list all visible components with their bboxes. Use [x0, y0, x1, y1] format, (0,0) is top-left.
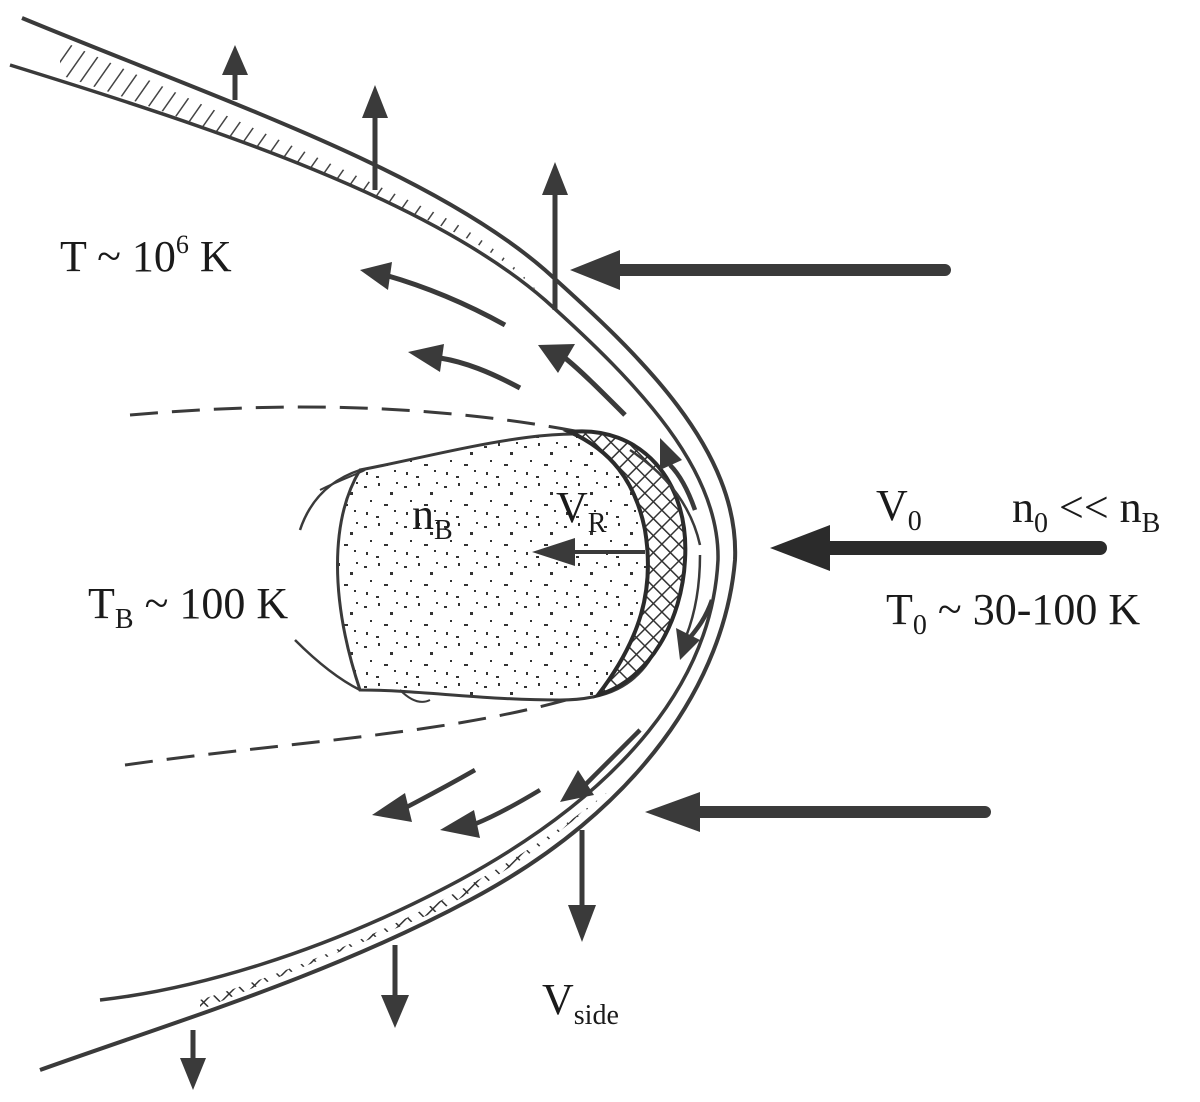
label-bullet-temperature: TB ~ 100 K — [88, 582, 288, 634]
label-outer-temperature-unit: K — [188, 232, 232, 281]
outer-bow-shock — [21, 16, 738, 1072]
upward-arrow-3 — [542, 162, 568, 310]
label-bullet-temperature-subscript: B — [114, 604, 134, 635]
downward-arrow-3 — [180, 1030, 206, 1090]
label-ambient-temperature-value: ~ 30-100 K — [926, 585, 1141, 634]
label-bullet-density-base: n — [412, 490, 434, 539]
label-density-relation: n0 << nB — [1012, 486, 1160, 538]
outflow-arrow-upper-2 — [408, 344, 522, 391]
wake-filament-4 — [399, 689, 431, 703]
downward-arrow-1 — [568, 830, 596, 942]
inner-bow-shock — [9, 63, 720, 1002]
label-outer-temperature: T ~ 106 K — [60, 232, 232, 279]
outflow-arrow-nose-up — [660, 438, 698, 511]
label-incoming-velocity: V0 — [876, 484, 922, 536]
v-r-arrow — [532, 538, 645, 566]
label-bullet-temperature-value: ~ 100 K — [133, 579, 289, 628]
wake-filament-1 — [298, 468, 361, 531]
label-density-n0-subscript: 0 — [1034, 508, 1048, 539]
label-bullet-density: nB — [412, 493, 453, 545]
upward-arrow-1 — [222, 45, 248, 100]
upward-arrow-2 — [362, 85, 388, 190]
upper-shell-hatch — [60, 40, 545, 300]
label-side-velocity-base: V — [542, 975, 574, 1024]
label-density-operator: << — [1048, 483, 1120, 532]
label-density-nb-subscript: B — [1141, 508, 1161, 539]
downward-arrow-2 — [381, 945, 409, 1028]
wake-upper-dashed — [129, 405, 621, 442]
outflow-arrow-lower-1 — [560, 728, 642, 802]
label-bullet-temperature-base: T — [88, 579, 115, 628]
label-ambient-temperature-base: T — [886, 585, 913, 634]
label-side-velocity: Vside — [542, 978, 619, 1030]
incoming-flow-arrow-lower — [645, 792, 991, 832]
label-incoming-velocity-subscript: 0 — [907, 506, 922, 537]
label-side-velocity-subscript: side — [573, 1000, 619, 1031]
label-bullet-density-subscript: B — [434, 515, 453, 546]
lower-shell-hatch — [200, 790, 610, 1010]
label-density-n0-base: n — [1012, 483, 1034, 532]
label-incoming-velocity-base: V — [876, 481, 908, 530]
outflow-arrow-upper-1 — [360, 262, 507, 328]
outflow-arrow-lower-3 — [440, 788, 542, 838]
outflow-arrow-lower-2 — [372, 768, 477, 822]
label-outer-temperature-exponent: 6 — [175, 230, 189, 259]
incoming-flow-arrow-upper — [570, 250, 951, 290]
outflow-arrow-upper-3 — [538, 344, 627, 417]
label-density-nb-base: n — [1119, 483, 1142, 532]
incoming-flow-arrow-middle — [770, 525, 1107, 571]
label-ambient-temperature: T0 ~ 30-100 K — [886, 588, 1140, 640]
label-ambient-temperature-subscript: 0 — [912, 610, 927, 641]
label-recession-velocity-base: V — [556, 483, 588, 532]
wake-lower-dashed — [124, 688, 601, 767]
label-outer-temperature-base: T ~ 10 — [60, 232, 176, 281]
wake-filament-3 — [294, 639, 361, 692]
nose-flow-line-upper — [629, 448, 702, 546]
outflow-arrow-nose-down — [676, 599, 715, 660]
label-recession-velocity: VR — [556, 486, 606, 538]
label-recession-velocity-subscript: R — [587, 508, 607, 539]
wake-filament-2 — [319, 469, 366, 491]
